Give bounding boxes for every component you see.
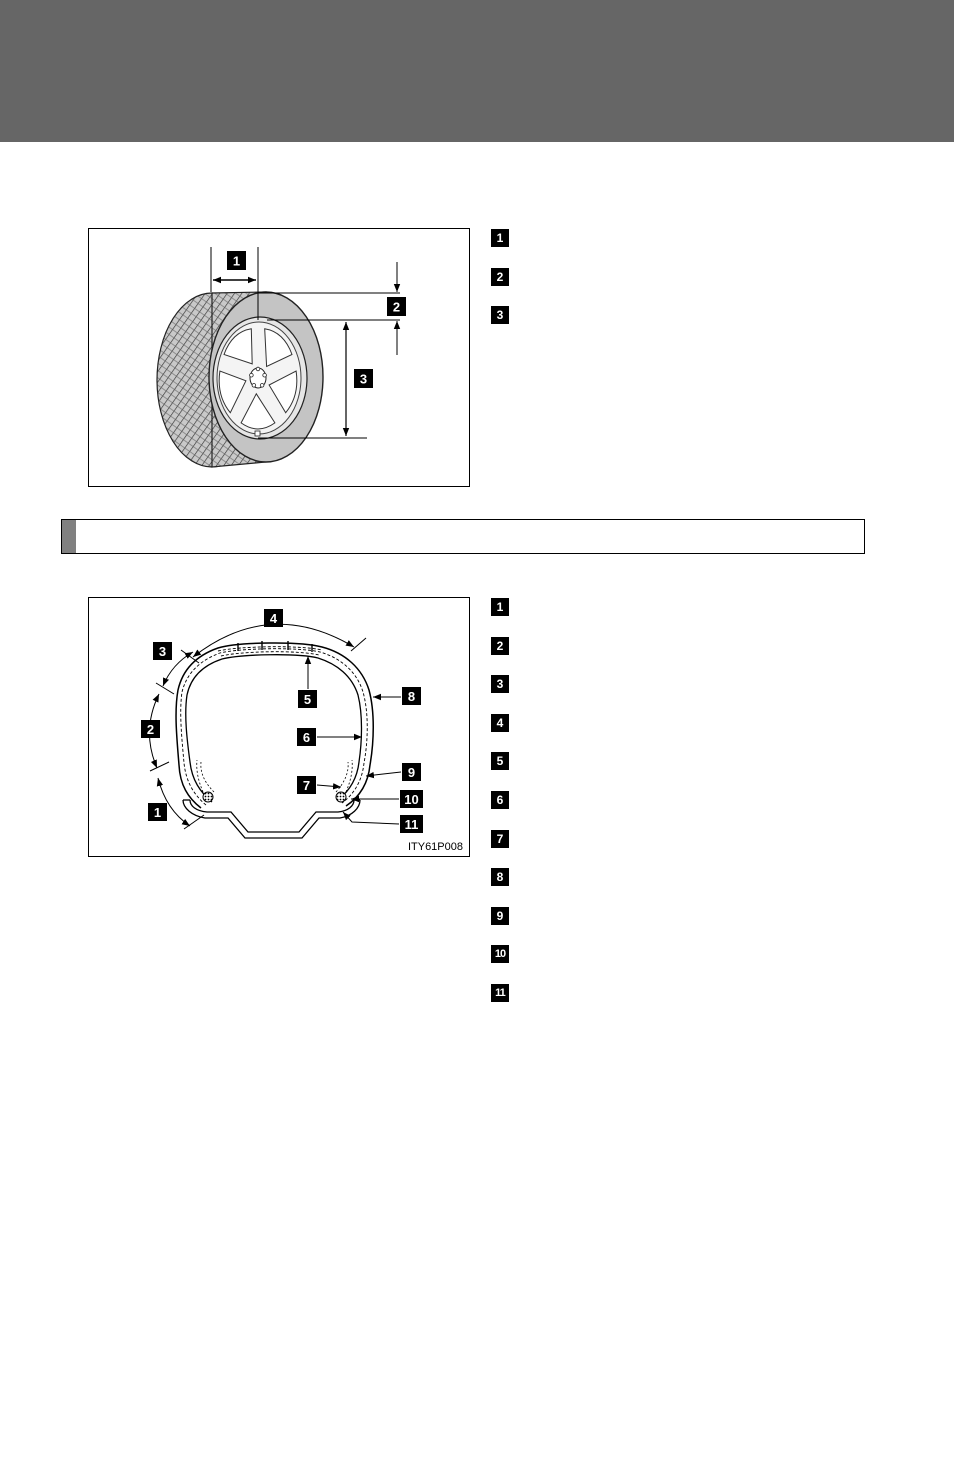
legend-badge: 5 [491, 752, 509, 771]
arc-tick [180, 649, 200, 664]
figure-code: ITY61P008 [408, 841, 463, 853]
lug-nut [249, 373, 254, 378]
tire-section-diagram: 1 2 3 4 5 6 7 8 9 10 11 ITY61P008 [141, 609, 463, 853]
legend-badge: 6 [491, 790, 509, 809]
legend-badge: 4 [491, 713, 509, 732]
wheel-window [264, 328, 293, 368]
carcass-ply [180, 648, 368, 806]
callout-label: 9 [408, 765, 415, 780]
callout-label: 1 [233, 254, 240, 269]
legend-badge: 1 [491, 229, 509, 247]
callout-box-2 [387, 297, 406, 316]
pointer-arrow [365, 771, 402, 779]
legend-badge: 7 [491, 829, 509, 848]
bead-filler [196, 759, 215, 793]
wheel-window [240, 392, 276, 430]
arc-tick [350, 637, 367, 652]
callout-label: 3 [159, 644, 166, 659]
legend-badge: 8 [491, 868, 509, 887]
callout-label: 11 [405, 817, 419, 832]
arc-bead [156, 777, 191, 827]
lug-nut [262, 373, 267, 378]
callout-box-10 [400, 790, 423, 808]
callout-box-1 [148, 803, 167, 821]
callout-label: 10 [404, 792, 418, 807]
legend-badge: 11 [491, 983, 509, 1002]
bead-right [335, 791, 347, 803]
wheel-window [218, 370, 247, 414]
legend-badge: 3 [491, 675, 509, 694]
wheel-window [268, 370, 298, 414]
callout-box-9 [402, 763, 421, 781]
tire-section-figure: 1 2 3 4 5 6 7 8 9 10 11 ITY61P008 [88, 597, 470, 857]
pointer-arrow [316, 783, 342, 790]
arc-shoulder [162, 651, 194, 687]
callout-label: 2 [393, 300, 400, 315]
callout-box-3 [354, 369, 373, 388]
header-bar [0, 0, 954, 142]
lug-nuts [249, 366, 267, 388]
wheel-window [223, 328, 253, 365]
legend-badge: 3 [491, 306, 509, 324]
callout-box-6 [297, 728, 316, 746]
arc-tick [155, 682, 175, 695]
figure2-legend: 1 2 3 4 5 6 7 8 9 10 11 [491, 598, 509, 1002]
callout-label: 5 [304, 692, 311, 707]
callout-label: 8 [408, 689, 415, 704]
callout-label: 7 [303, 778, 310, 793]
callout-label: 3 [360, 372, 367, 387]
legend-badge: 9 [491, 906, 509, 925]
tire-dimensions-figure: 1 2 3 [88, 228, 470, 487]
callout-box-3 [153, 642, 172, 660]
valve-stem [254, 430, 261, 437]
figure1-legend: 1 2 3 [491, 229, 509, 324]
bead-left [202, 791, 214, 803]
callout-label: 4 [270, 611, 278, 626]
callout-box-4 [264, 609, 283, 627]
legend-badge: 1 [491, 598, 509, 616]
callout-label: 2 [147, 722, 154, 737]
arc-tick [149, 761, 170, 772]
bead-filler [335, 759, 353, 793]
callout-label: 6 [303, 730, 310, 745]
callout-box-5 [298, 690, 317, 708]
pointer-arrow [342, 811, 400, 825]
section-heading-strip [62, 520, 76, 553]
tire-dimensions-diagram: 1 2 3 [156, 247, 406, 468]
lug-nut [251, 383, 257, 388]
callout-box-11 [400, 815, 423, 833]
wheel-rim-inner [189, 799, 355, 833]
callout-label: 1 [154, 805, 161, 820]
callout-box-7 [297, 776, 316, 794]
callout-box-1 [227, 251, 246, 270]
legend-badge: 2 [491, 636, 509, 655]
wheel-windows [218, 328, 298, 430]
tire-inner-contour [185, 654, 363, 803]
callout-box-8 [402, 687, 421, 705]
lug-nut [255, 366, 261, 372]
legend-badge: 2 [491, 267, 509, 286]
arc-tick [183, 814, 205, 830]
legend-badge: 10 [491, 945, 509, 964]
section-heading-bar [61, 519, 865, 554]
callout-box-2 [141, 720, 160, 738]
lug-nut [259, 383, 265, 388]
